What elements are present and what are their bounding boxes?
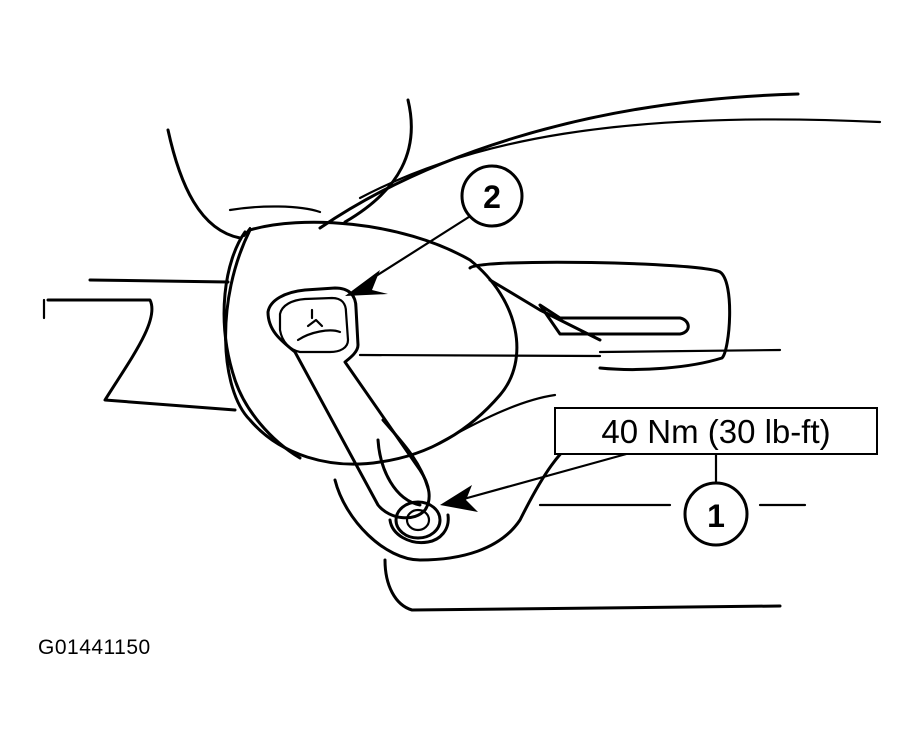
callout-2-number: 2 bbox=[483, 179, 501, 215]
callout-2: 2 bbox=[460, 164, 524, 228]
mounting-bracket bbox=[358, 260, 782, 372]
callout-1: 1 bbox=[683, 481, 749, 547]
torque-label: 40 Nm (30 lb-ft) bbox=[554, 407, 878, 455]
sensor-housing bbox=[222, 220, 519, 466]
callout-1-number: 1 bbox=[707, 498, 725, 534]
torque-spec-text: 40 Nm (30 lb-ft) bbox=[601, 413, 830, 450]
figure-code: G01441150 bbox=[38, 636, 151, 659]
sensor-body bbox=[266, 286, 450, 545]
leader-lines bbox=[345, 213, 718, 512]
body-outline bbox=[42, 92, 882, 412]
lower-mount bbox=[333, 393, 807, 612]
